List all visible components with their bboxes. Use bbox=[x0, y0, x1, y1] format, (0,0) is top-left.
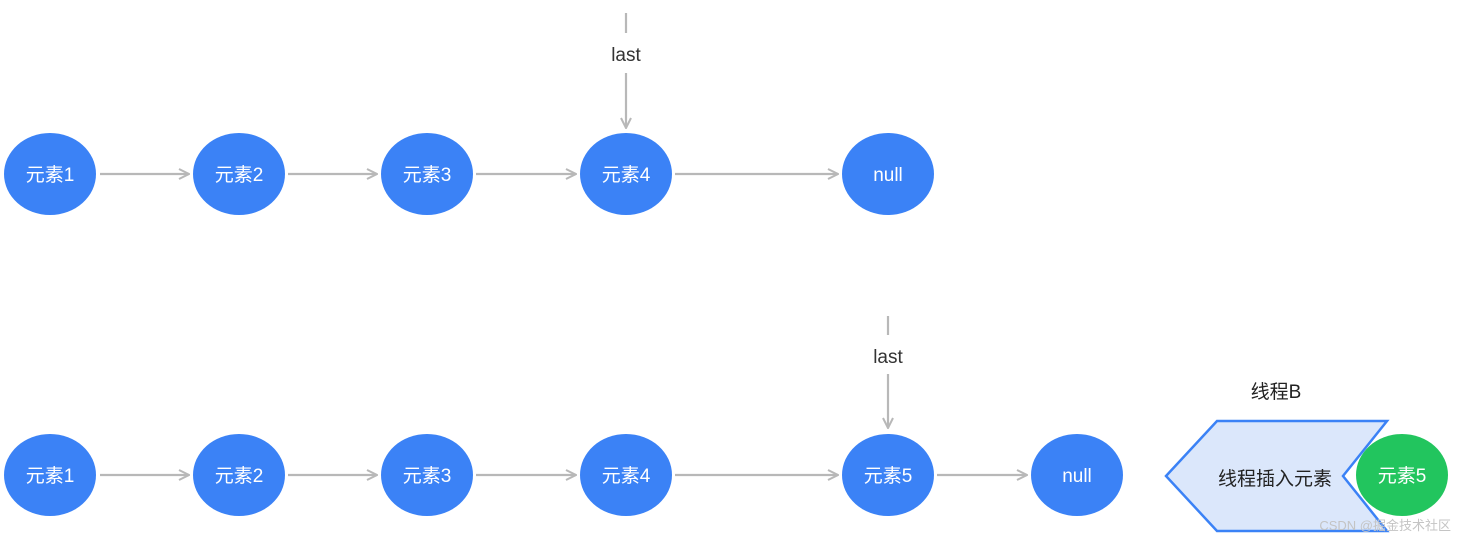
row1-node-3: 元素3 bbox=[381, 133, 473, 215]
node-label: 元素3 bbox=[403, 465, 452, 487]
row1-node-null: null bbox=[842, 133, 934, 215]
node-label: 元素4 bbox=[602, 465, 651, 487]
thread-b-group: 线程B 线程插入元素 元素5 bbox=[1164, 381, 1448, 533]
row1-node-2: 元素2 bbox=[193, 133, 285, 215]
row1-node-4: 元素4 bbox=[580, 133, 672, 215]
node-label: null bbox=[1062, 466, 1092, 487]
thread-new-node: 元素5 bbox=[1356, 434, 1448, 516]
thread-action-chevron bbox=[1164, 419, 1390, 533]
node-label: 元素2 bbox=[215, 465, 264, 487]
row2-node-5: 元素5 bbox=[842, 434, 934, 516]
row1-node-1: 元素1 bbox=[4, 133, 96, 215]
row2-node-2: 元素2 bbox=[193, 434, 285, 516]
row1-pointer: last bbox=[611, 13, 641, 128]
node-label: 元素4 bbox=[602, 164, 651, 186]
node-label: 元素2 bbox=[215, 164, 264, 186]
node-label: null bbox=[873, 165, 903, 186]
node-label: 元素3 bbox=[403, 164, 452, 186]
node-label: 元素5 bbox=[1378, 465, 1427, 487]
row2-node-null: null bbox=[1031, 434, 1123, 516]
row2-node-1: 元素1 bbox=[4, 434, 96, 516]
node-label: 元素1 bbox=[26, 465, 75, 487]
thread-action-label: 线程插入元素 bbox=[1218, 468, 1332, 490]
row2-linked-list: last 元素1 元素2 元素3 元素4 元素5 nul bbox=[4, 316, 1123, 516]
node-label: 元素5 bbox=[864, 465, 913, 487]
thread-title: 线程B bbox=[1251, 381, 1302, 403]
row1-linked-list: last 元素1 元素2 元素3 元素4 null bbox=[4, 13, 934, 215]
row2-pointer: last bbox=[873, 316, 903, 428]
row2-node-3: 元素3 bbox=[381, 434, 473, 516]
pointer-label-last: last bbox=[611, 45, 641, 66]
node-label: 元素1 bbox=[26, 164, 75, 186]
row2-node-4: 元素4 bbox=[580, 434, 672, 516]
pointer-label-last: last bbox=[873, 347, 903, 368]
watermark: CSDN @掘金技术社区 bbox=[1319, 518, 1451, 533]
